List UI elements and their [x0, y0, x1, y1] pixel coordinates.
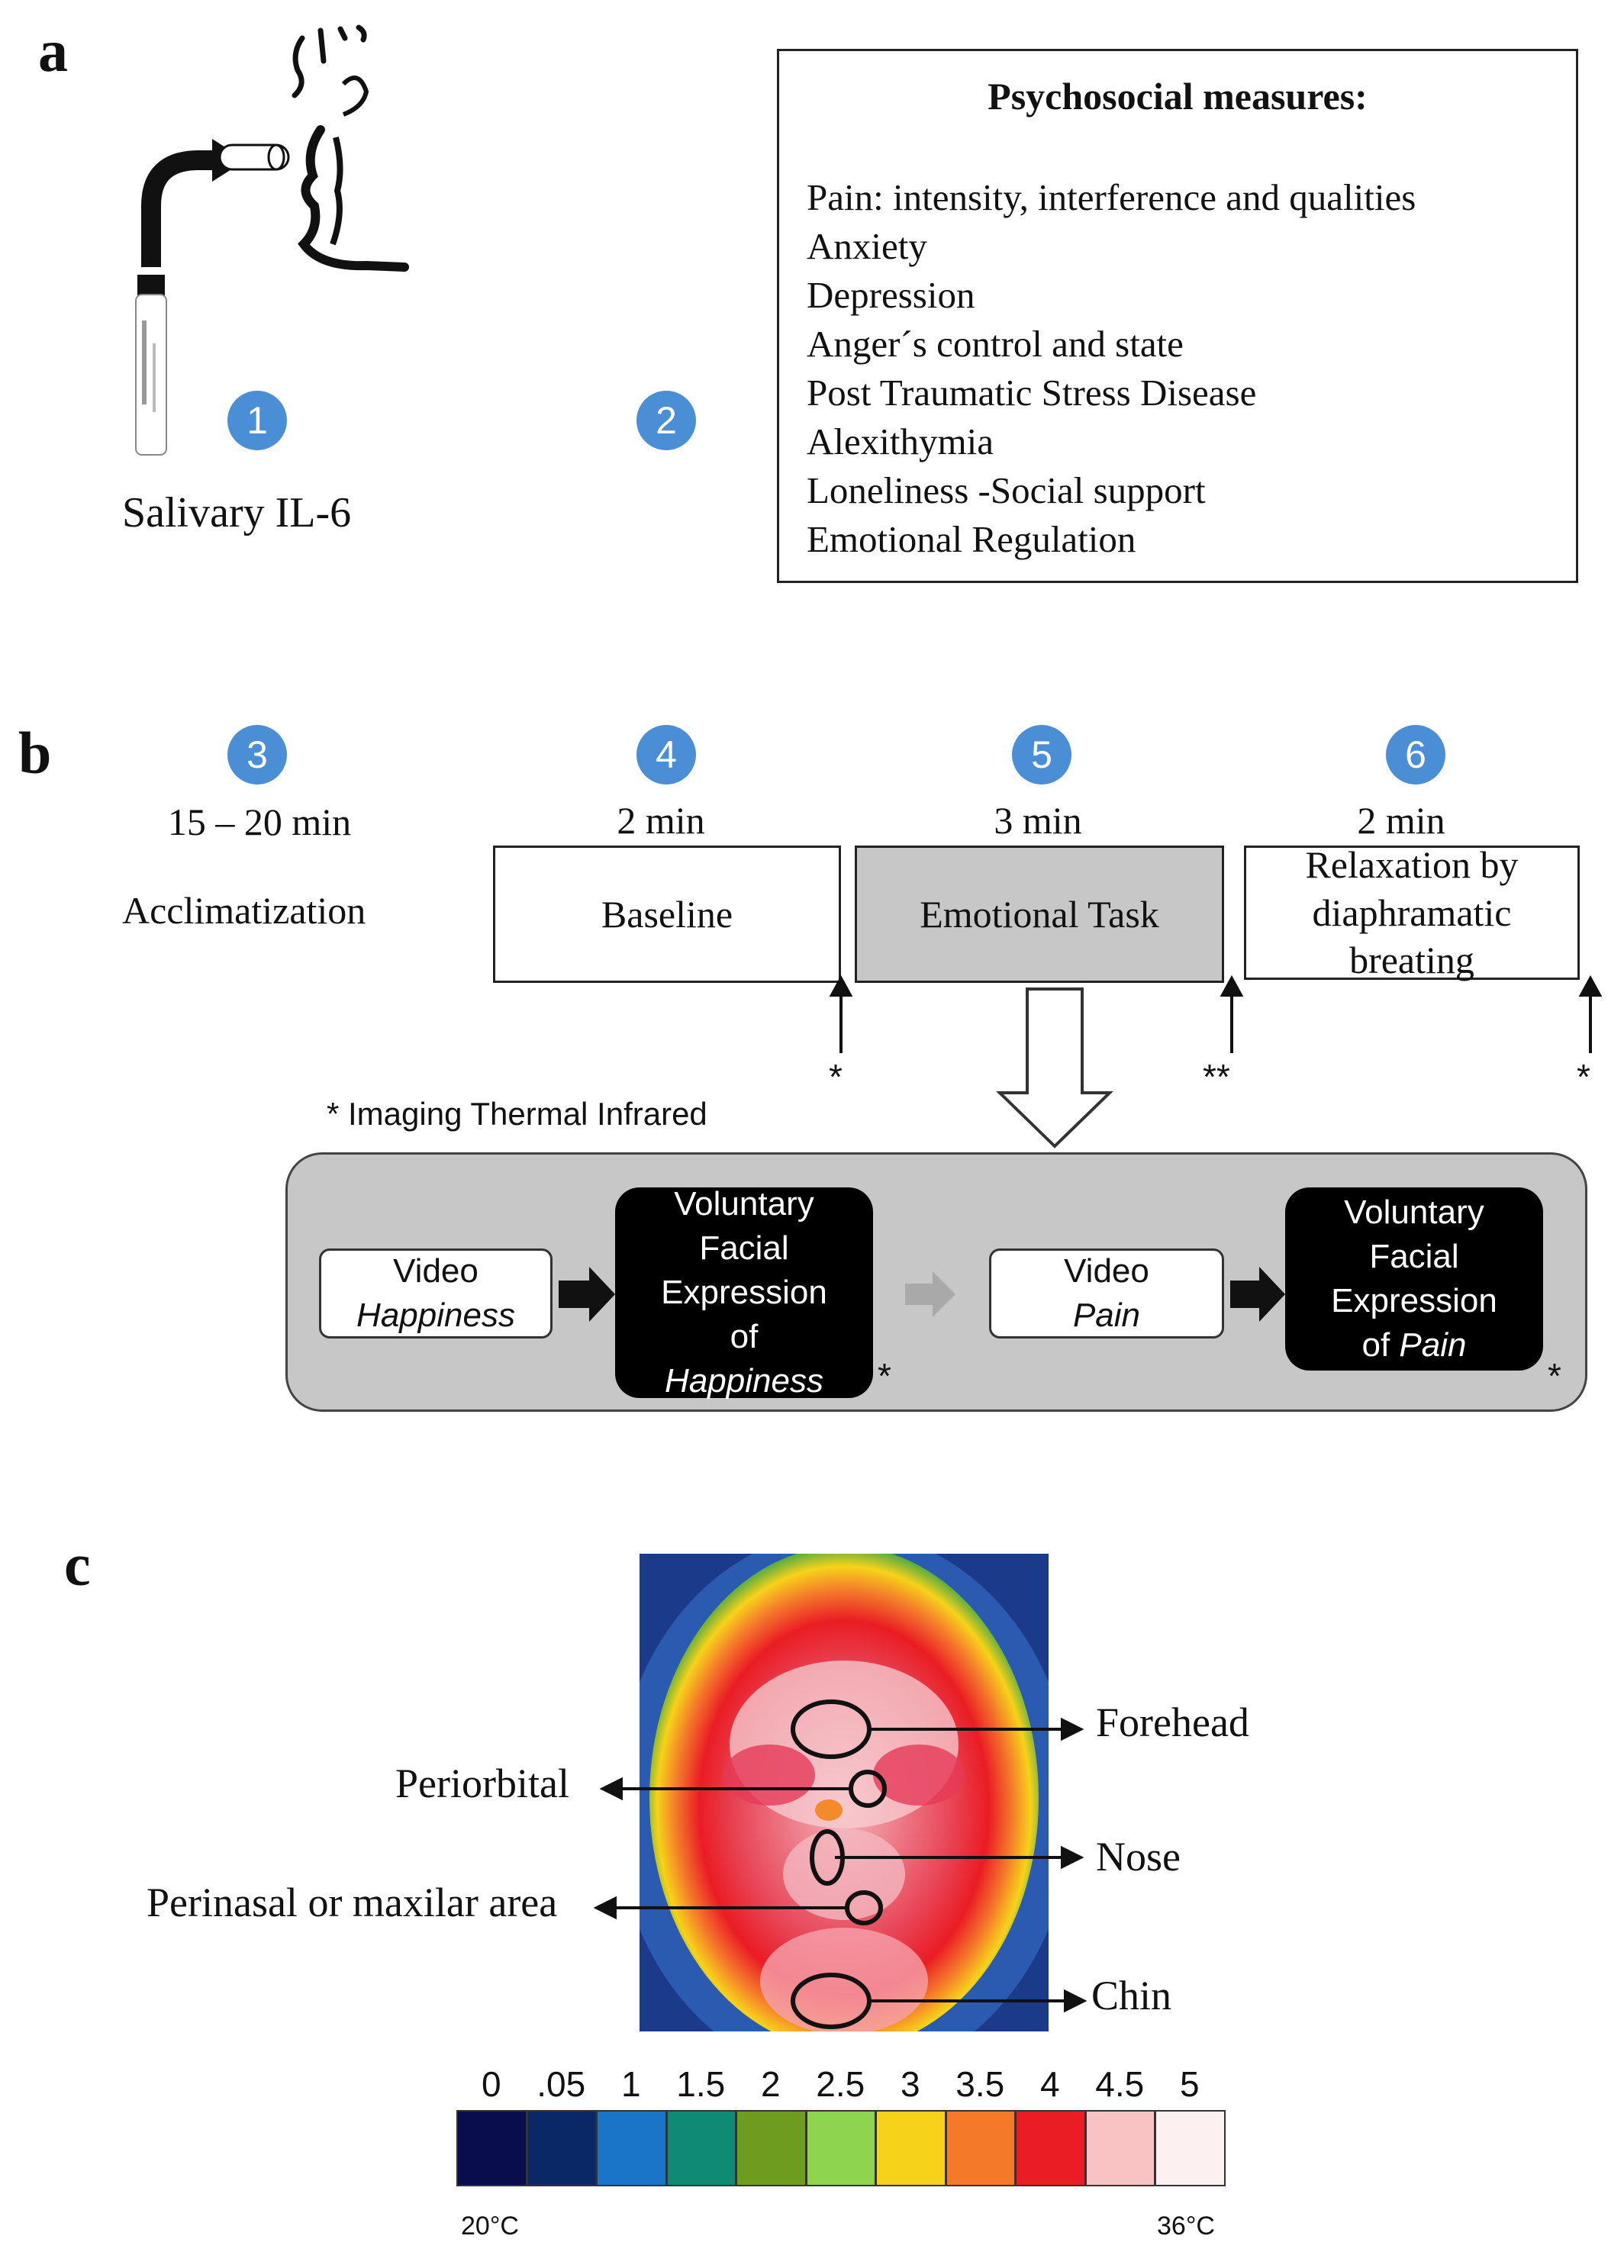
measurement-arrows — [829, 975, 1603, 1148]
colorbar-tick-label: 3.5 — [955, 2064, 1005, 2104]
measure-item: Loneliness -Social support — [807, 469, 1206, 511]
measure-item: Depression — [807, 274, 975, 316]
marker-emotional-task: ** — [1203, 1057, 1230, 1097]
colorbar-tick-label: 5 — [1179, 2064, 1200, 2104]
panel-c-letter: c — [64, 1532, 91, 1598]
colorbar-cell — [1155, 2110, 1226, 2186]
expr2-line: Facial — [1369, 1237, 1459, 1275]
colorbar-cell — [1084, 2110, 1155, 2186]
colorbar-cell — [736, 2110, 807, 2186]
colorbar-tick-label: 2.5 — [816, 2064, 865, 2104]
panel-a-letter: a — [38, 18, 68, 84]
measures-list: Pain: intensity, interference and qualit… — [807, 173, 1416, 564]
colorbar-tick-label: 2 — [760, 2064, 781, 2104]
colorbar-cell — [875, 2110, 946, 2186]
arrow-right-icon — [559, 1267, 615, 1322]
expression-happiness-box: Voluntary Facial Expression of Happiness — [615, 1185, 873, 1400]
footnote-thermal: * Imaging Thermal Infrared — [327, 1096, 707, 1132]
expr2-line: Voluntary — [1344, 1193, 1484, 1231]
step-3-badge: 3 — [227, 725, 287, 784]
colorbar-cell — [665, 2110, 736, 2186]
step-2-badge: 2 — [636, 391, 696, 450]
expr1-emotion: Happiness — [665, 1362, 823, 1400]
colorbar-tick-label: 3 — [900, 2064, 920, 2104]
video-pain-title: Video — [1064, 1252, 1149, 1290]
colorbar-tick-label: 1 — [620, 2064, 641, 2104]
psychosocial-measures-box: Psychosocial measures: Pain: intensity, … — [777, 49, 1578, 583]
saliva-collection-illustration — [135, 24, 409, 456]
video-happiness-title: Video — [393, 1252, 478, 1290]
label-chin: Chin — [1091, 1973, 1172, 2018]
colorbar-cell — [596, 2110, 667, 2186]
expression-pain-box: Voluntary Facial Expression of Pain — [1285, 1187, 1543, 1371]
stage-relaxation-box: Relaxation by diaphramatic breating — [1244, 843, 1580, 981]
measure-item: Alexithymia — [807, 420, 994, 462]
step-6-badge: 6 — [1386, 725, 1445, 784]
label-nose: Nose — [1096, 1834, 1181, 1880]
colorbar-tick-label: 1.5 — [676, 2064, 726, 2104]
arrow-right-icon — [1230, 1267, 1285, 1322]
expr1-line: Expression — [661, 1273, 827, 1311]
colorbar-cell — [1015, 2110, 1086, 2186]
measure-item: Anger´s control and state — [807, 323, 1184, 365]
stage-acclimatization: Acclimatization — [122, 889, 366, 932]
measure-item: Emotional Regulation — [807, 518, 1136, 560]
task-flow-arrows — [559, 1267, 1285, 1322]
colorbar-min-temp: 20°C — [461, 2212, 519, 2241]
expr2-line: Expression — [1331, 1282, 1497, 1319]
colorbar-cell — [945, 2110, 1016, 2186]
label-forehead: Forehead — [1096, 1699, 1249, 1745]
video-happiness-emotion: Happiness — [356, 1297, 515, 1334]
marker-expression-happiness: * — [878, 1356, 891, 1396]
arrow-right-icon — [905, 1271, 955, 1317]
panel-b-letter: b — [18, 720, 52, 786]
marker-baseline: * — [829, 1057, 843, 1097]
stage-3-time: 15 – 20 min — [167, 801, 352, 843]
step-5-badge: 5 — [1012, 725, 1071, 784]
stage-emotional-task-box: Emotional Task — [855, 846, 1224, 983]
expr1-line: Voluntary — [674, 1184, 814, 1223]
stage-4-time: 2 min — [617, 799, 705, 842]
label-perinasal: Perinasal or maxilar area — [147, 1880, 558, 1925]
region-leader-lines — [593, 1717, 1088, 2013]
step-1-badge: 1 — [227, 391, 287, 450]
stage-6-time: 2 min — [1357, 799, 1445, 842]
stage-baseline-box: Baseline — [493, 846, 841, 983]
measure-item: Anxiety — [807, 225, 927, 267]
video-happiness-box: Video Happiness — [319, 1248, 553, 1339]
colorbar-cell — [456, 2110, 527, 2186]
expr2-emotion: Pain — [1399, 1326, 1467, 1364]
expr2-of: of — [1361, 1326, 1390, 1364]
step-4-badge: 4 — [636, 725, 696, 784]
colorbar-tick-label: 0 — [481, 2064, 501, 2104]
expr2-last-line: of Pain — [1361, 1323, 1466, 1368]
marker-relaxation: * — [1577, 1057, 1590, 1097]
expr1-line: Facial — [699, 1229, 789, 1267]
stage-5-time: 3 min — [994, 799, 1082, 842]
measure-item: Pain: intensity, interference and qualit… — [807, 176, 1416, 218]
colorbar-max-temp: 36°C — [1157, 2212, 1215, 2241]
marker-expression-pain: * — [1548, 1356, 1561, 1396]
colorbar-tick-label: 4.5 — [1095, 2064, 1145, 2104]
colorbar-tick-label: 4 — [1039, 2064, 1060, 2104]
label-periorbital: Periorbital — [395, 1761, 569, 1806]
colorbar-cell — [526, 2110, 597, 2186]
salivary-il6-label: Salivary IL-6 — [122, 489, 352, 536]
thermal-face-image — [640, 1554, 1049, 2031]
colorbar-cell — [805, 2110, 876, 2186]
colorbar-tick-label: .05 — [536, 2064, 586, 2104]
measures-title: Psychosocial measures: — [988, 75, 1368, 118]
video-pain-emotion: Pain — [1072, 1297, 1141, 1334]
video-pain-box: Video Pain — [989, 1248, 1224, 1339]
expr1-line: of — [730, 1318, 759, 1356]
measure-item: Post Traumatic Stress Disease — [807, 372, 1257, 414]
